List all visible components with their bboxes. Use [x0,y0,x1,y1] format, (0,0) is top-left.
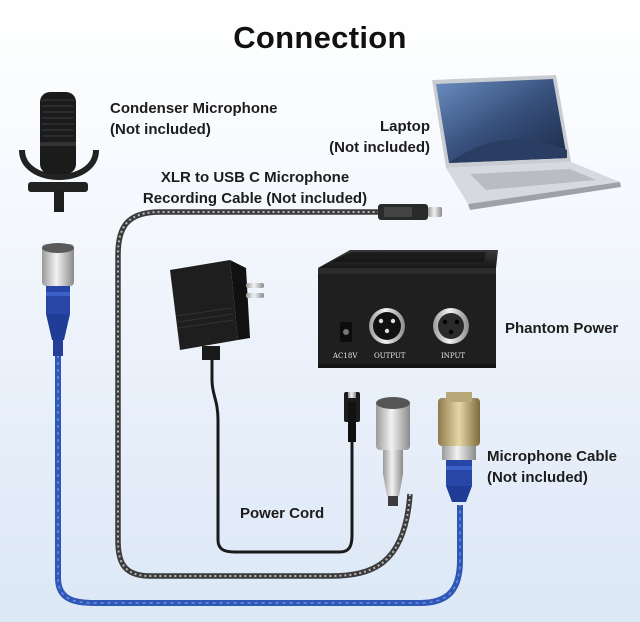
usb-c-plug [378,204,442,220]
label-phantom-power: Phantom Power [505,318,618,339]
condenser-microphone-note: (Not included) [110,121,211,138]
output-marking: OUTPUT [374,352,406,360]
power-cord-title: Power Cord [240,505,325,522]
phantom-power-title: Phantom Power [505,320,619,337]
xlr-usb-cable-note: Recording Cable (Not included) [142,190,368,207]
label-condenser-microphone: Condenser Microphone (Not included) [110,98,278,140]
power-cord-wire [210,360,354,554]
input-marking: INPUT [441,352,465,360]
laptop [432,75,621,210]
xlr-female-connector-left [42,243,74,356]
diagram-title: Connection [233,20,407,55]
power-adapter [170,260,264,360]
xlr-to-usb-cable [115,209,413,579]
laptop-note: (Not included) [329,139,430,156]
laptop-title: Laptop [380,118,430,135]
xlr-female-connector-middle [376,397,410,506]
label-microphone-cable: Microphone Cable (Not included) [487,446,617,488]
phantom-power-unit: AC18V OUTPUT INPUT [318,250,498,368]
xlr-usb-cable-title: XLR to USB C Microphone [160,169,350,186]
ac18v-marking: AC18V [332,352,358,360]
microphone-cable-wire [55,355,463,606]
label-power-cord: Power Cord [240,503,324,524]
xlr-male-connector-right [438,392,480,502]
condenser-microphone [19,92,99,212]
label-laptop: Laptop (Not included) [300,116,430,158]
label-xlr-usb-cable: XLR to USB C Microphone Recording Cable … [120,167,390,209]
condenser-microphone-title: Condenser Microphone [110,100,278,117]
microphone-cable-title: Microphone Cable [487,448,618,465]
microphone-cable-note: (Not included) [487,469,588,486]
dc-barrel-plug [344,392,360,442]
